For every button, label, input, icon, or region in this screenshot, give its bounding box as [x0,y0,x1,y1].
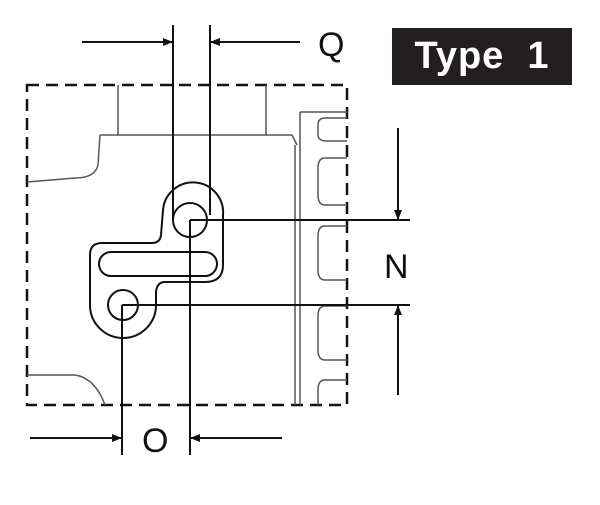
mounting-bracket [89,181,225,339]
dimension-o-label: O [142,422,168,460]
dimension-n-label: N [384,248,409,286]
dimension-q-label: Q [318,26,344,64]
type-badge: Type 1 [392,28,572,85]
dashed-outline [25,83,349,407]
slot [98,251,218,277]
dimension-lines [30,25,410,455]
housing-body [26,85,347,406]
